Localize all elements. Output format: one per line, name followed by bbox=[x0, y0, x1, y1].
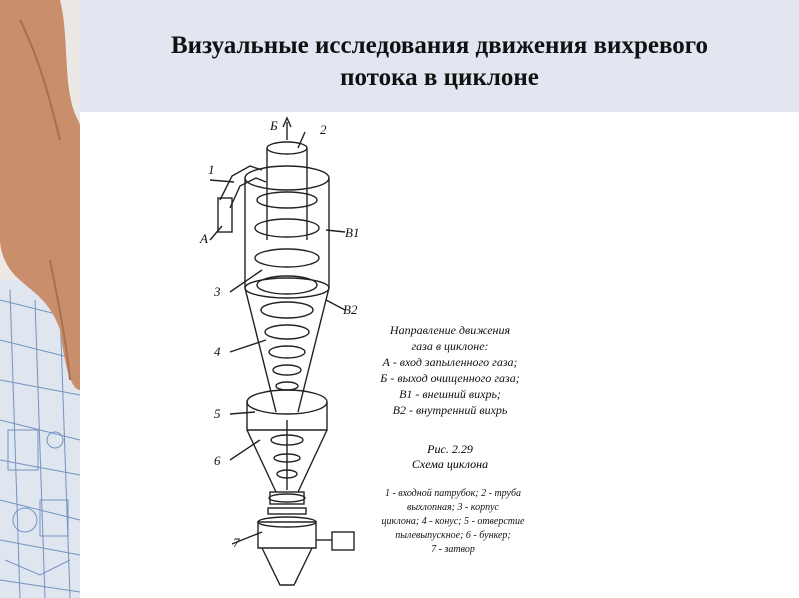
label-2: 2 bbox=[320, 122, 327, 137]
legend-item: А - вход запыленного газа; bbox=[382, 355, 518, 369]
decorative-photo bbox=[0, 0, 80, 598]
flow-legend: Направление движения газа в циклоне: А -… bbox=[350, 322, 550, 418]
legend-item: Б - выход очищенного газа; bbox=[380, 371, 520, 385]
figure-caption: Рис. 2.29 Схема циклона bbox=[350, 442, 550, 472]
title-line-1: Визуальные исследования движения вихрево… bbox=[171, 32, 708, 59]
label-7: 7 bbox=[233, 535, 240, 550]
title-bar: Визуальные исследования движения вихрево… bbox=[80, 0, 799, 112]
label-v2: В2 bbox=[343, 302, 358, 317]
legend-item: В1 - внешний вихрь; bbox=[399, 387, 501, 401]
parts-line: циклона; 4 - конус; 5 - отверстие bbox=[381, 516, 525, 527]
label-1: 1 bbox=[208, 162, 215, 177]
hand-blueprint-image bbox=[0, 0, 80, 598]
label-b: Б bbox=[270, 118, 278, 133]
label-4: 4 bbox=[214, 344, 221, 359]
label-5: 5 bbox=[214, 406, 221, 421]
label-3: 3 bbox=[214, 284, 221, 299]
parts-line: 1 - входной патрубок; 2 - труба bbox=[384, 488, 522, 499]
parts-list: 1 - входной патрубок; 2 - труба выхлопна… bbox=[348, 487, 558, 557]
title-line-2: потока в циклоне bbox=[340, 64, 539, 91]
figure-name: Схема циклона bbox=[411, 457, 489, 471]
slide-title: Визуальные исследования движения вихрево… bbox=[80, 30, 799, 94]
label-6: 6 bbox=[214, 453, 221, 468]
label-a: А bbox=[200, 231, 208, 246]
parts-line: выхлопная; 3 - корпус bbox=[407, 502, 499, 513]
label-v1: В1 bbox=[345, 225, 360, 240]
figure-number: Рис. 2.29 bbox=[427, 442, 473, 456]
parts-line: пылевыпускное; 6 - бункер; bbox=[395, 530, 511, 541]
legend-item: В2 - внутренний вихрь bbox=[392, 403, 508, 417]
parts-line: 7 - затвор bbox=[431, 544, 475, 555]
legend-heading-2: газа в циклоне: bbox=[411, 339, 489, 353]
cyclone-diagram bbox=[209, 116, 355, 586]
legend-heading-1: Направление движения bbox=[389, 323, 511, 337]
